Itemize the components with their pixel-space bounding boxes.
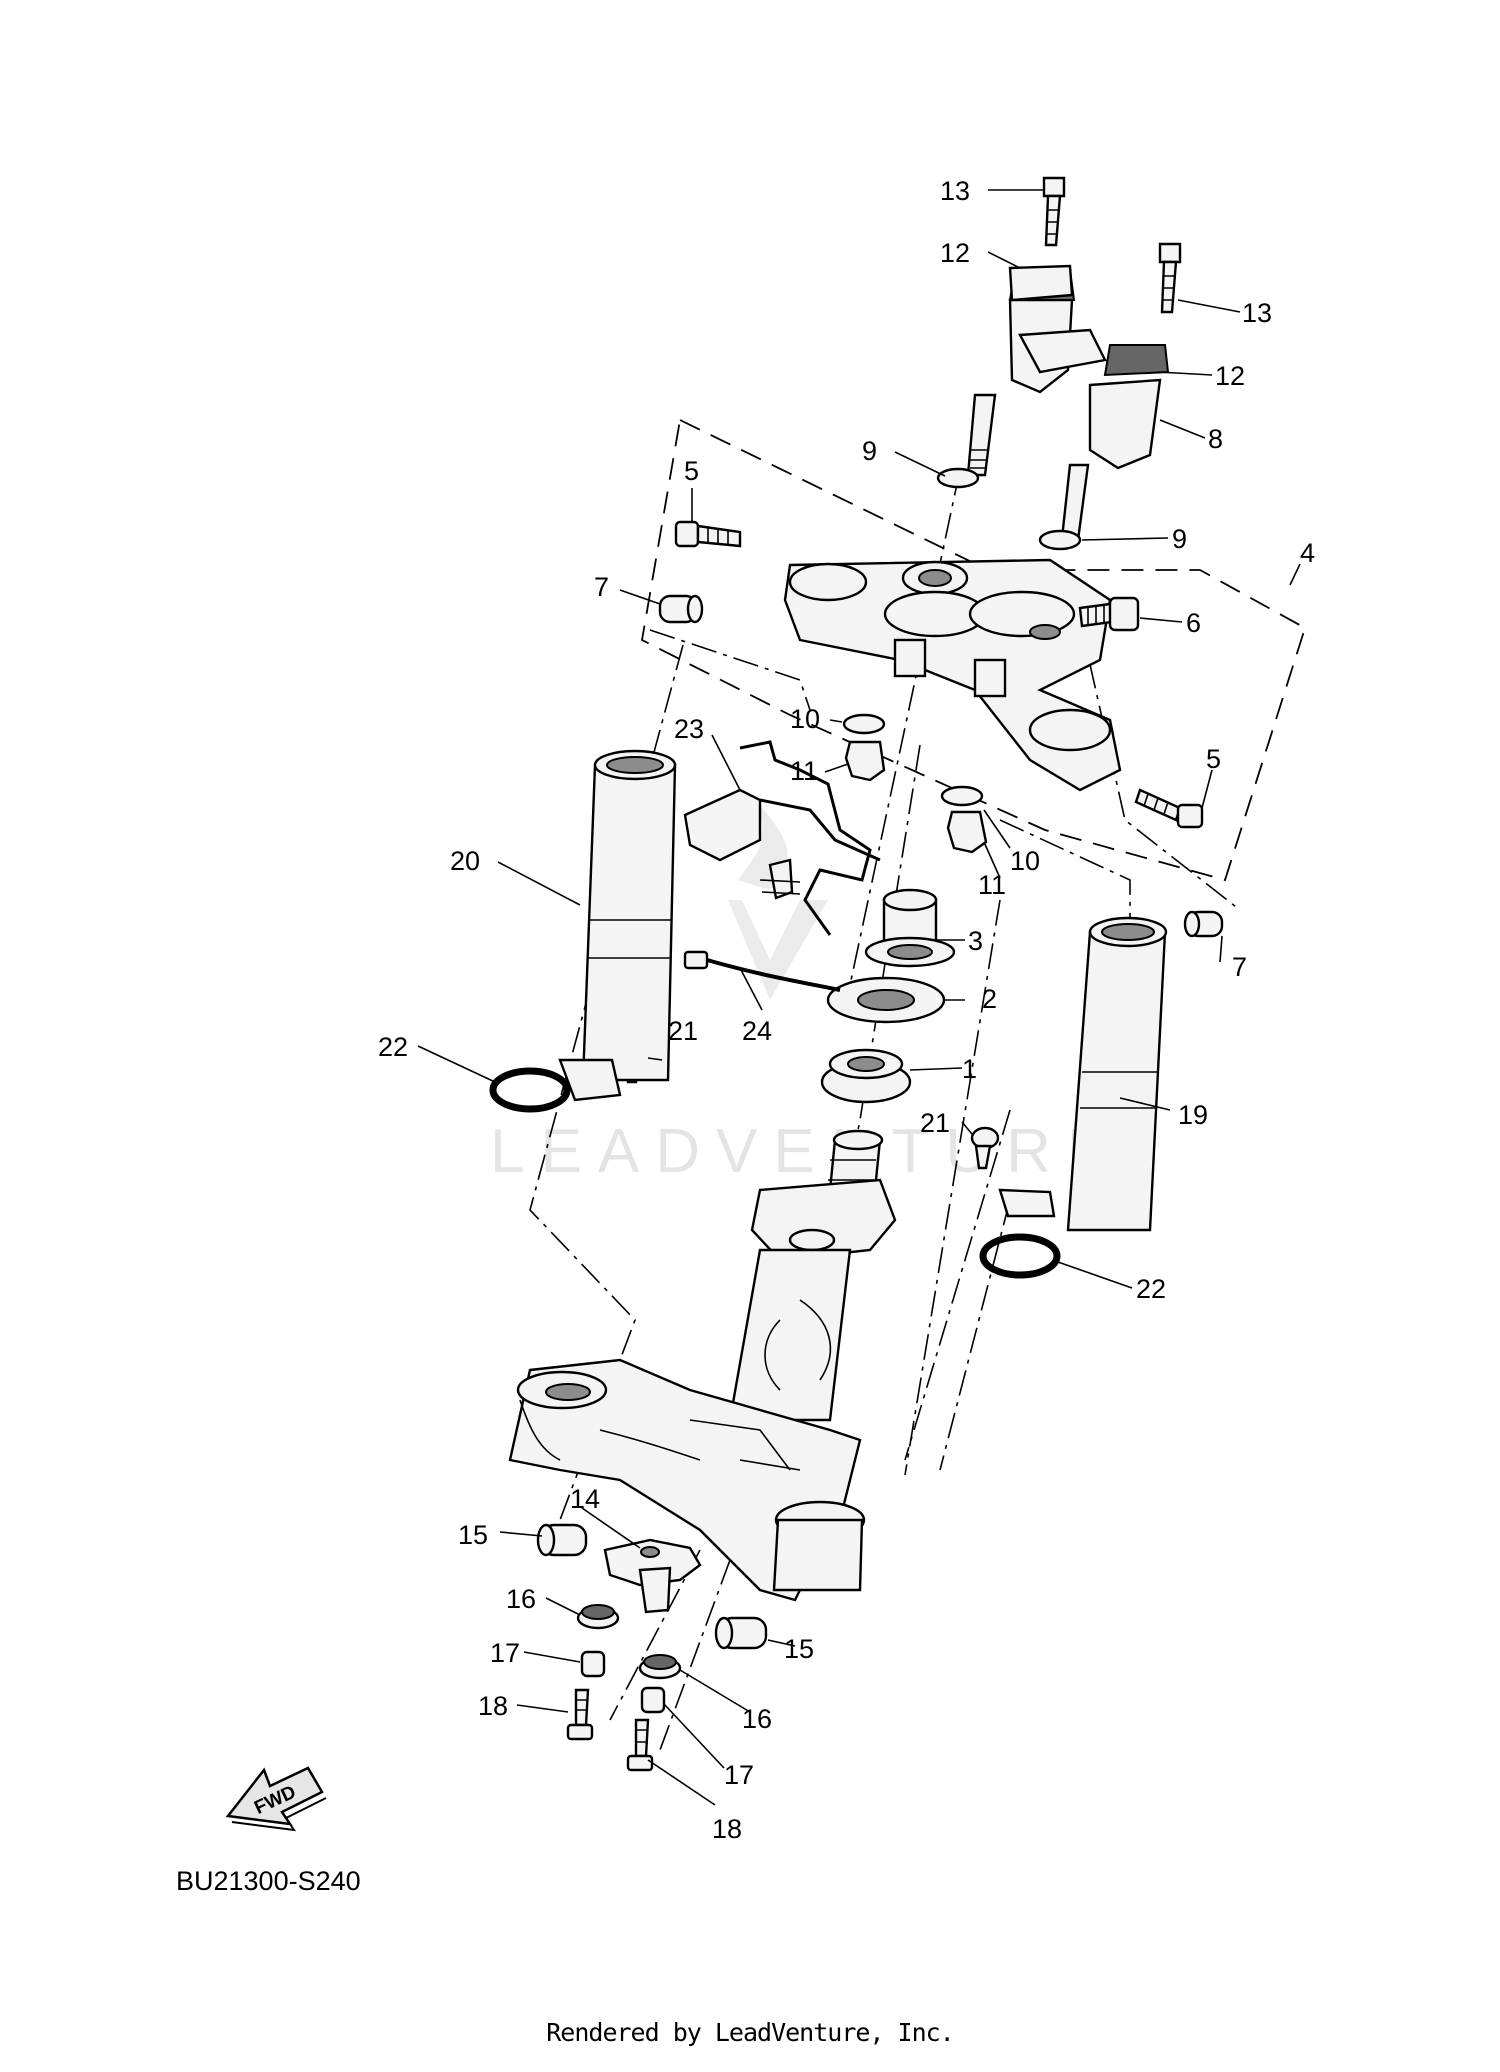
cable-tie-24 <box>683 950 841 992</box>
watermark-text: LEADVENTURE <box>490 1117 1124 1186</box>
callout-19: 19 <box>1178 1100 1208 1130</box>
callout-15-right: 15 <box>784 1634 814 1664</box>
bolt-13-left <box>1042 176 1066 247</box>
bolt-6 <box>1078 596 1140 632</box>
callout-10-left: 10 <box>790 704 820 734</box>
bracket-23 <box>683 740 881 936</box>
callout-7-right: 7 <box>1232 952 1247 982</box>
callout-13-top: 13 <box>940 176 970 206</box>
callout-17-right: 17 <box>724 1760 754 1790</box>
callout-24: 24 <box>742 1016 772 1046</box>
screw-21-right <box>970 1126 1000 1170</box>
under-bracket-steering-stem <box>508 1129 897 1602</box>
callout-14: 14 <box>570 1484 600 1514</box>
callout-20: 20 <box>450 846 480 876</box>
bolt-5-lower <box>1134 788 1204 829</box>
callout-21-left: 21 <box>668 1016 698 1046</box>
callout-21-right: 21 <box>920 1108 950 1138</box>
callout-11-right: 11 <box>978 870 1006 900</box>
nut-11-upper <box>844 740 886 782</box>
callout-16-right: 16 <box>742 1704 772 1734</box>
callout-22-right: 22 <box>1136 1274 1166 1304</box>
callout-7-left: 7 <box>594 572 609 602</box>
collar-17-right <box>640 1686 666 1714</box>
callout-5-right: 5 <box>1206 744 1221 774</box>
callout-12-right: 12 <box>1215 361 1245 391</box>
callout-18-right: 18 <box>712 1814 742 1844</box>
bearing-1 <box>820 1048 912 1104</box>
bracket-14 <box>603 1538 702 1614</box>
callout-12-top: 12 <box>940 238 970 268</box>
callout-10-right: 10 <box>1010 846 1040 876</box>
callout-16-left: 16 <box>506 1584 536 1614</box>
collar-3 <box>864 888 956 968</box>
fwd-arrow-icon: FWD <box>225 1766 327 1832</box>
callout-2: 2 <box>982 984 997 1014</box>
cap-12-left <box>1008 264 1074 302</box>
callout-13-right: 13 <box>1242 298 1272 328</box>
bolt-18-right <box>626 1718 654 1772</box>
grommet-16-right <box>638 1654 682 1680</box>
nut-11-lower <box>946 810 988 854</box>
callout-6: 6 <box>1186 608 1201 638</box>
collar-7-lower <box>1183 910 1224 938</box>
callout-labels: 13 12 13 12 8 9 9 5 4 7 6 10 23 11 5 20 … <box>378 176 1315 1844</box>
callout-9-left: 9 <box>862 436 877 466</box>
callout-8: 8 <box>1208 424 1223 454</box>
washer-10-lower <box>940 785 984 807</box>
grommet-16-left <box>576 1604 620 1630</box>
callout-4: 4 <box>1300 538 1315 568</box>
fork-cover-19 <box>998 916 1168 1232</box>
o-ring-22-left <box>489 1067 571 1113</box>
damper-15-left <box>536 1523 588 1557</box>
collar-7-upper <box>658 594 704 624</box>
callout-3: 3 <box>968 926 983 956</box>
washer-9-left <box>936 467 980 489</box>
damper-15-right <box>714 1616 768 1650</box>
leader-lines <box>417 189 1301 1806</box>
callout-9-right: 9 <box>1172 524 1187 554</box>
callout-5-top: 5 <box>684 456 699 486</box>
diagram-code: BU21300-S240 <box>176 1866 361 1896</box>
bolt-18-left <box>566 1688 594 1741</box>
callout-23: 23 <box>674 714 704 744</box>
render-credit: Rendered by LeadVenture, Inc. <box>546 2018 955 2047</box>
handlebar-holder-right <box>1060 344 1170 542</box>
callout-11-left: 11 <box>790 756 818 786</box>
washer-10-upper <box>842 713 886 735</box>
collar-17-left <box>580 1650 606 1678</box>
o-ring-22-right <box>979 1233 1061 1279</box>
fork-cover-20 <box>558 749 677 1102</box>
callout-22-left: 22 <box>378 1032 408 1062</box>
upper-bracket <box>783 558 1122 792</box>
bolt-5-upper <box>674 520 742 548</box>
bolt-13-right <box>1158 242 1182 314</box>
washer-9-right <box>1038 529 1082 551</box>
callout-17-left: 17 <box>490 1638 520 1668</box>
callout-1: 1 <box>962 1054 977 1084</box>
callout-15-left: 15 <box>458 1520 488 1550</box>
handlebar-holder-left <box>966 269 1107 477</box>
race-2 <box>826 976 946 1024</box>
callout-18-left: 18 <box>478 1691 508 1721</box>
